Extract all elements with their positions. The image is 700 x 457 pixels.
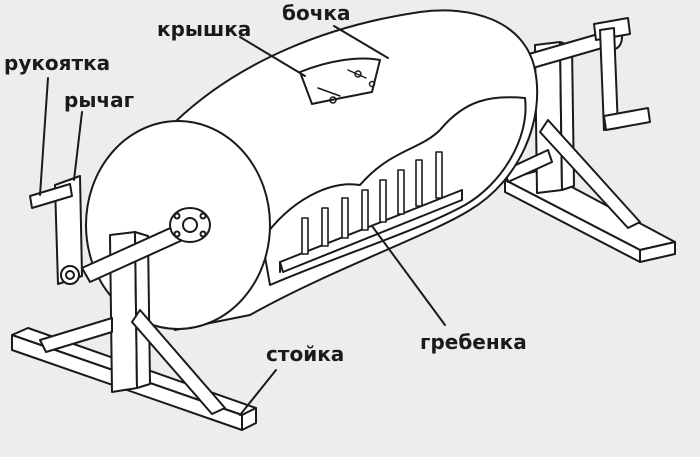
- lid-latch-icon: [317, 69, 376, 104]
- label-rukoyatka: рукоятка: [4, 51, 111, 75]
- lever: [29, 175, 83, 285]
- right-axle: [514, 17, 651, 131]
- leader-stoyka: [239, 369, 277, 416]
- leader-grebenka: [371, 225, 446, 326]
- comb: [279, 151, 463, 273]
- leader-lines: [39, 25, 446, 416]
- label-kryshka: крышка: [157, 17, 252, 41]
- comb-teeth: [301, 151, 443, 255]
- label-bochka: бочка: [282, 1, 351, 25]
- leader-bochka: [333, 25, 389, 59]
- label-stoyka: стойка: [266, 342, 345, 366]
- drum-lid: [299, 57, 381, 105]
- leader-kryshka: [239, 36, 306, 77]
- leader-rukoyatka: [39, 77, 49, 196]
- left-axle: [81, 207, 211, 283]
- leader-rychag: [73, 111, 83, 181]
- label-grebenka: гребенка: [420, 330, 527, 354]
- left-stand: [11, 231, 257, 431]
- label-rychag: рычаг: [64, 88, 135, 112]
- right-stand: [504, 41, 676, 263]
